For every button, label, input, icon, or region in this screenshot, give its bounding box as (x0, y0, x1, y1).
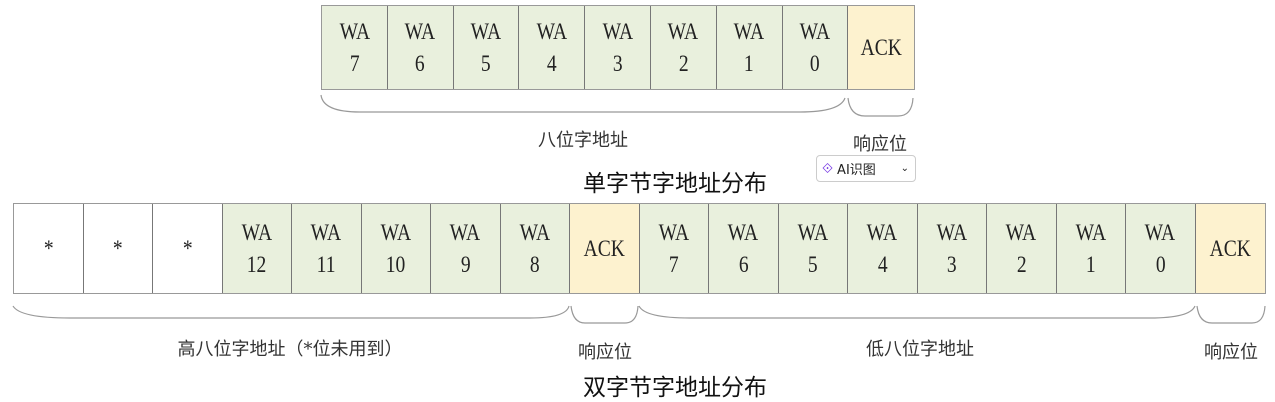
cell-text: WA (519, 219, 550, 245)
cell-text: WA (668, 18, 699, 44)
cell-text: 8 (529, 251, 540, 277)
address-bit-cell: WA 3 (585, 6, 651, 89)
unused-bit-cell: * (83, 204, 153, 293)
address-bit-cell: WA 5 (778, 204, 848, 293)
unused-bit-cell: * (14, 204, 84, 293)
address-bit-cell: WA 4 (519, 6, 586, 89)
cell-text: * (112, 235, 123, 261)
cell-text: WA (380, 219, 411, 245)
cell-text: WA (733, 18, 765, 44)
cell-text: 3 (946, 251, 957, 277)
cell-text: WA (1145, 219, 1176, 245)
cell-text: WA (450, 219, 481, 245)
brace-ack-1 (570, 305, 639, 324)
address-bit-cell: WA 6 (387, 6, 454, 89)
cell-text: WA (1006, 219, 1037, 245)
chevron-down-icon: ⌄ (900, 163, 909, 174)
cell-text: 4 (877, 251, 888, 277)
cell-text: 10 (385, 251, 406, 277)
cell-text: 9 (460, 251, 471, 277)
ai-button-label: AI识图 (837, 163, 876, 178)
ack-cell: ACK (570, 204, 640, 293)
single-addr-label: 八位字地址 (538, 130, 628, 151)
address-bit-cell: WA 6 (709, 204, 779, 293)
cell-text: 7 (349, 50, 360, 76)
cell-text: WA (241, 219, 272, 245)
cell-text: 0 (810, 50, 820, 76)
ack-cell: ACK (1195, 204, 1265, 293)
ai-scan-icon: ⟐ (822, 160, 834, 177)
high-addr-label: 高八位字地址（*位未用到） (177, 339, 403, 360)
cell-text: WA (1075, 219, 1106, 245)
cell-text: WA (404, 18, 436, 44)
cell-text: WA (658, 219, 689, 245)
cell-text: 4 (546, 50, 557, 76)
ai-recognize-button[interactable]: ⟐ AI识图 ⌄ (816, 155, 916, 182)
cell-text: * (182, 235, 193, 261)
double-title: 双字节字地址分布 (583, 375, 767, 401)
cell-text: WA (311, 219, 342, 245)
address-bit-cell: WA 5 (453, 6, 520, 89)
address-bit-cell: WA 2 (650, 6, 717, 89)
single-ack-label: 响应位 (853, 134, 907, 155)
single-title: 单字节字地址分布 (583, 171, 767, 197)
cell-text: 2 (1016, 251, 1027, 277)
cell-text: 0 (1155, 251, 1166, 277)
ack-label-2: 响应位 (1204, 342, 1258, 363)
cell-text: 11 (316, 251, 336, 277)
cell-text: WA (867, 219, 898, 245)
brace-low (638, 305, 1196, 319)
address-bit-cell: WA 0 (1126, 204, 1196, 293)
cell-text: 6 (415, 50, 426, 76)
brace-ack-2 (1196, 305, 1266, 324)
ack-label-1: 响应位 (578, 342, 632, 363)
address-bit-cell: WA 7 (322, 6, 388, 89)
address-bit-cell: WA 3 (917, 204, 987, 293)
address-bit-cell: WA 1 (1056, 204, 1126, 293)
cell-text: 6 (738, 251, 749, 277)
cell-text: WA (936, 219, 967, 245)
cell-text: WA (602, 18, 633, 44)
cell-text: 2 (678, 50, 689, 76)
cell-text: WA (797, 219, 828, 245)
brace-single-addr (320, 94, 846, 113)
single-byte-frame: WA 7 WA 6 WA 5 WA 4 WA 3 WA 2 WA 1 WA 0 ACK (321, 5, 916, 90)
cell-text: WA (536, 18, 567, 44)
address-bit-cell: WA 12 (222, 204, 292, 293)
cell-text: 3 (612, 50, 623, 76)
brace-high (12, 305, 570, 319)
cell-text: ACK (860, 34, 902, 60)
address-bit-cell: WA 11 (292, 204, 362, 293)
cell-text: 1 (744, 50, 755, 76)
address-bit-cell: WA 0 (782, 6, 849, 89)
cell-text: 5 (481, 50, 491, 76)
address-bit-cell: WA 10 (361, 204, 431, 293)
cell-text: 1 (1085, 251, 1096, 277)
address-bit-cell: WA 4 (848, 204, 918, 293)
brace-single-ack (847, 97, 914, 117)
address-bit-cell: WA 1 (716, 6, 783, 89)
cell-text: 12 (246, 251, 267, 277)
cell-text: WA (799, 18, 831, 44)
cell-text: * (43, 235, 54, 261)
address-bit-cell: WA 7 (639, 204, 709, 293)
cell-text: WA (728, 219, 759, 245)
ack-cell: ACK (848, 6, 915, 89)
cell-text: ACK (1209, 235, 1251, 261)
address-bit-cell: WA 9 (431, 204, 501, 293)
address-bit-cell: WA 8 (500, 204, 570, 293)
cell-text: 7 (668, 251, 679, 277)
address-bit-cell: WA 2 (987, 204, 1057, 293)
cell-text: 5 (807, 251, 818, 277)
low-addr-label: 低八位字地址 (866, 339, 974, 360)
cell-text: ACK (583, 235, 625, 261)
cell-text: WA (470, 18, 502, 44)
unused-bit-cell: * (153, 204, 223, 293)
cell-text: WA (339, 18, 370, 44)
